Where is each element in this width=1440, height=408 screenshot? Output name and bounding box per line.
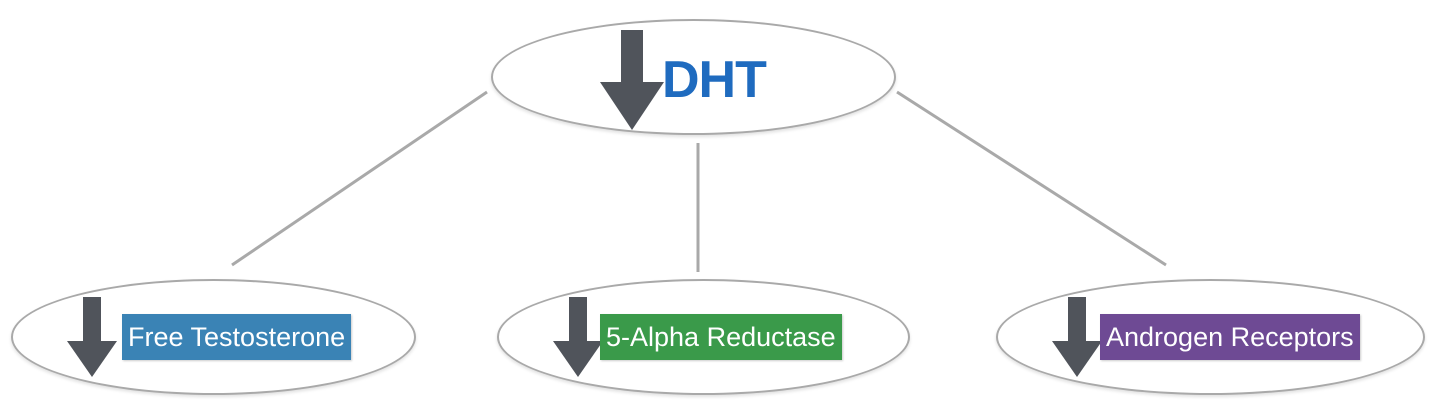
root-label: DHT	[662, 51, 767, 109]
down-arrow-icon	[67, 297, 117, 377]
down-arrow-icon	[600, 30, 664, 130]
child-label-5-alpha-reductase: 5-Alpha Reductase	[600, 314, 842, 360]
down-arrow-icon	[553, 297, 603, 377]
down-arrow-icon	[1052, 297, 1102, 377]
root-node-dht	[491, 19, 896, 135]
child-label-free-testosterone: Free Testosterone	[122, 314, 352, 360]
child-label-androgen-receptors: Androgen Receptors	[1100, 314, 1360, 360]
connector-right	[896, 90, 1167, 267]
connector-left	[231, 90, 488, 267]
